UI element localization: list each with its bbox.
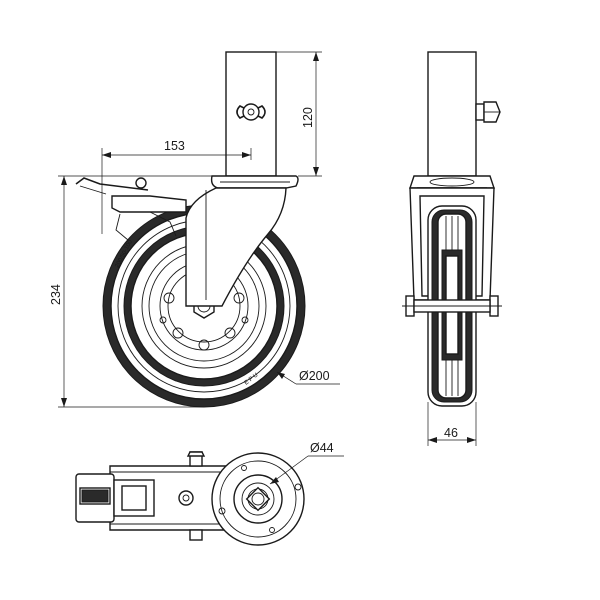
dim-46-label: 46 (444, 426, 458, 440)
dim-stem-diameter: Ø44 (269, 441, 344, 485)
dim-offset-width: 153 (101, 139, 252, 234)
dim-153-label: 153 (164, 139, 185, 153)
fork-leg (185, 187, 287, 307)
dim-120-label: 120 (301, 107, 315, 128)
top-brake (75, 473, 155, 523)
top-view: Ø44 (75, 441, 344, 546)
side-view: 200/50-100 ALEX E P U 120 (49, 51, 340, 408)
front-stem (427, 51, 477, 177)
front-axle (402, 295, 502, 317)
wing-bolt (236, 103, 266, 121)
top-bolts (178, 451, 206, 541)
dim-stem-height: 120 (276, 51, 322, 177)
front-side-screw (475, 101, 501, 123)
dim-200-label: Ø200 (299, 369, 330, 383)
top-swivel (211, 452, 305, 546)
dim-total-height: 234 (49, 175, 212, 408)
dim-wheel-diameter: Ø200 (276, 369, 340, 385)
dim-wheel-width: 46 (427, 402, 477, 446)
brake-pedal (75, 177, 187, 241)
front-view: 46 (402, 51, 502, 446)
dim-44-label: Ø44 (310, 441, 334, 455)
dim-234-label: 234 (49, 284, 63, 305)
